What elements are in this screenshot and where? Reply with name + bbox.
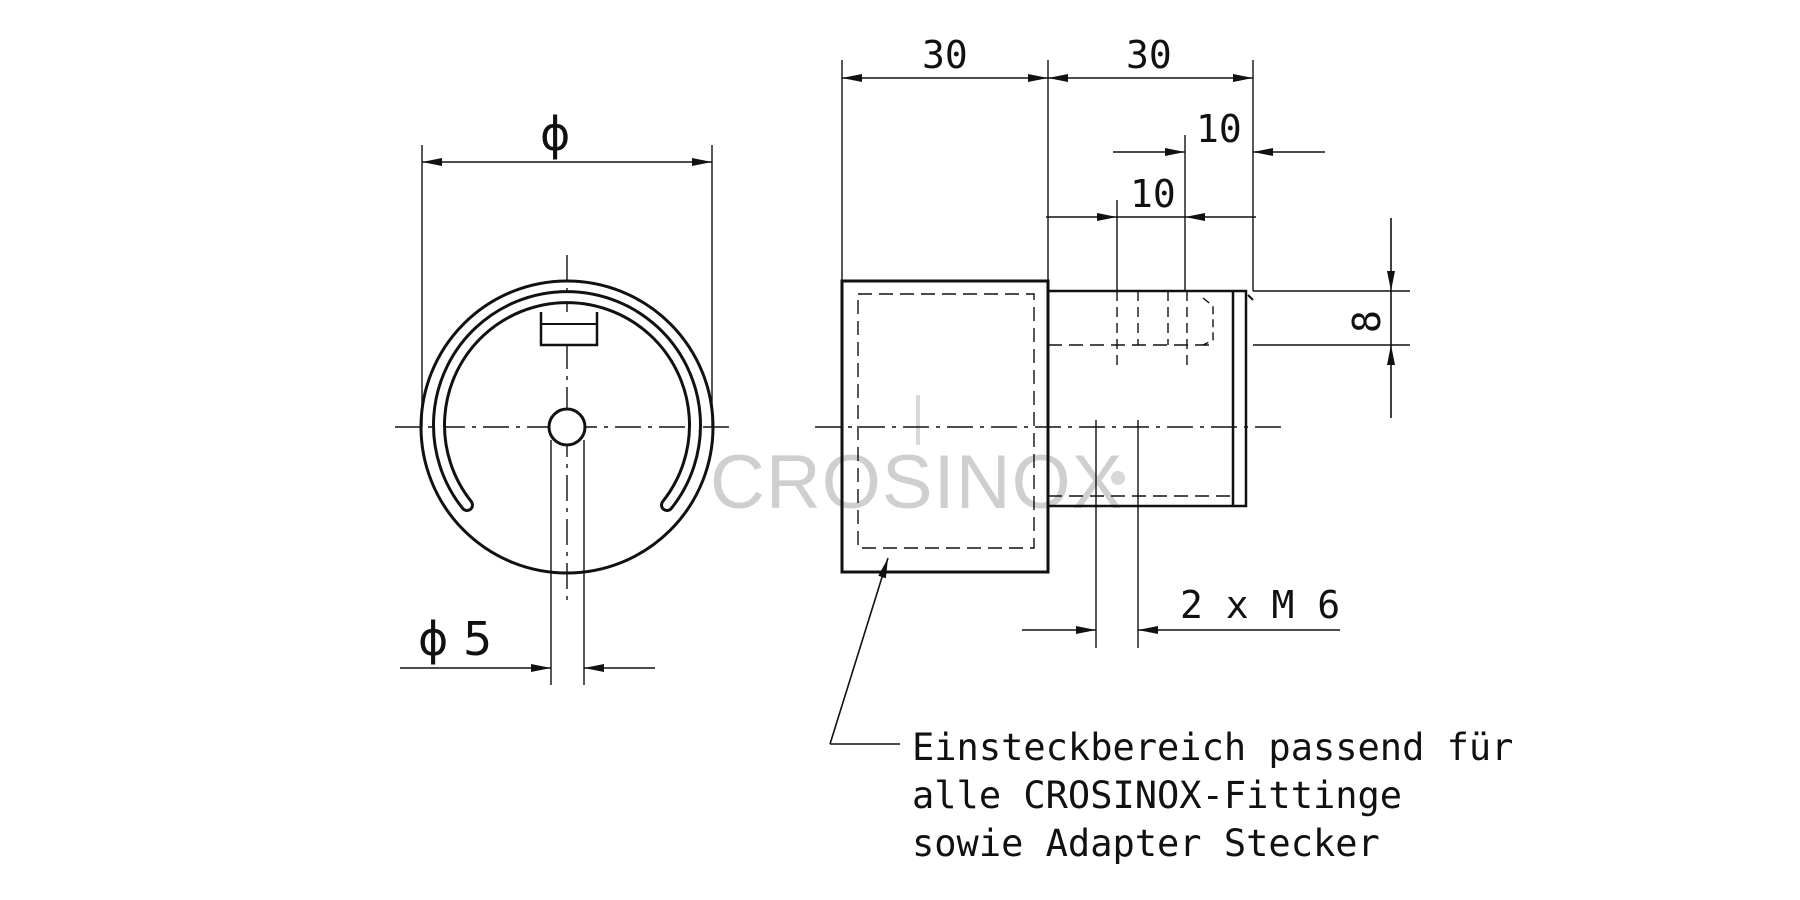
pin-hidden-end [1202,297,1214,346]
hole-diameter-label: ϕ 5 [418,612,492,666]
note-line-2: alle CROSINOX-Fittinge [912,774,1402,817]
note-line-1: Einsteckbereich passend für [912,726,1513,769]
note-line-3: sowie Adapter Stecker [912,822,1380,865]
center-hole [547,407,587,447]
outer-circle [419,279,715,575]
dim-label-10-upper: 10 [1196,107,1242,151]
top-notch [539,312,599,347]
front-view [395,145,735,685]
watermark-text: CROSINOX [710,440,1123,525]
body-hidden-bore [857,293,1035,549]
diameter-label: ϕ [540,107,570,161]
leader-arrow [829,557,889,745]
dim-label-30-right: 30 [1126,33,1172,77]
dim-label-30-left: 30 [922,33,968,77]
ring-slot-inner [435,293,699,509]
watermark: CROSINOX [710,395,1125,525]
note-block: Einsteckbereich passend für alle CROSINO… [912,726,1513,865]
dim-label-10-lower: 10 [1130,172,1176,216]
dim-label-8: 8 [1345,310,1389,333]
side-view [815,60,1410,745]
thread-label: 2 x M 6 [1180,583,1340,627]
pin-rect [1046,289,1248,508]
pin-chamfer-top [1247,294,1254,301]
